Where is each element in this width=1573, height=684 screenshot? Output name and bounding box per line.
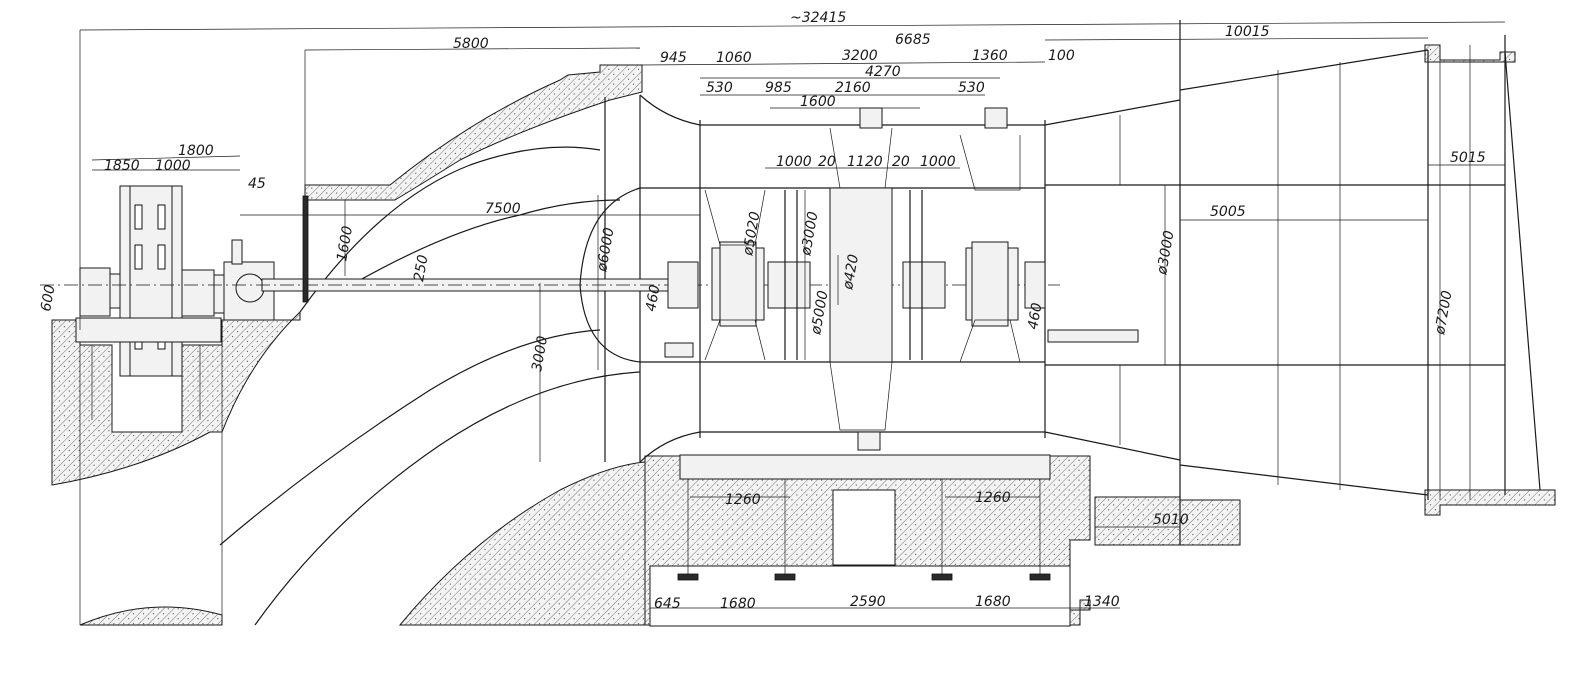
anchor-bolts	[677, 454, 1051, 581]
dim-5000: ø5000	[808, 289, 832, 336]
dim-645: 645	[654, 596, 681, 612]
dimension-labels: ~32415 5800 945 1060 3200 6685 1360 100 …	[38, 10, 1486, 612]
draft-tube	[1044, 20, 1541, 545]
dim-20b: 20	[892, 154, 910, 170]
dim-6000: ø6000	[594, 226, 618, 273]
dim-1060: 1060	[716, 50, 752, 66]
dim-7500: 7500	[485, 201, 521, 217]
dimension-lines	[79, 21, 1506, 609]
dim-1600a: 1600	[800, 94, 836, 110]
dim-1800: 1800	[178, 143, 214, 159]
dim-1000b: 1000	[776, 154, 812, 170]
dim-5015: 5015	[1450, 150, 1486, 166]
dim-5005: 5005	[1210, 204, 1246, 220]
dim-1260b: 1260	[975, 490, 1011, 506]
water-passage-contours	[79, 94, 701, 626]
dim-1000c: 1000	[920, 154, 956, 170]
concrete-foundations	[51, 44, 1556, 627]
dim-3200: 3200	[842, 48, 878, 64]
dim-3000c: 3000	[529, 335, 551, 373]
dim-5010: 5010	[1153, 512, 1189, 528]
dim-1000a: 1000	[155, 158, 191, 174]
dim-250: 250	[411, 254, 431, 283]
dim-3000a: ø3000	[798, 210, 822, 257]
dim-1680b: 1680	[975, 594, 1011, 610]
dim-1680a: 1680	[720, 596, 756, 612]
dim-5020: ø5020	[740, 210, 764, 257]
dim-4270: 4270	[865, 64, 901, 80]
dim-985: 985	[765, 80, 792, 96]
dim-2160: 2160	[835, 80, 871, 96]
dim-530a: 530	[706, 80, 733, 96]
dim-460b: 460	[1025, 302, 1045, 331]
dim-1850: 1850	[104, 158, 140, 174]
dim-460a: 460	[643, 284, 663, 313]
dim-2590: 2590	[850, 594, 886, 610]
generator-unit	[75, 185, 275, 420]
dim-6685: 6685	[895, 32, 931, 48]
dim-1600b: 1600	[334, 225, 356, 263]
dim-7200: ø7200	[1432, 289, 1456, 336]
turbine-bulb	[579, 107, 1046, 451]
dim-10015: 10015	[1225, 24, 1270, 40]
dim-1340: 1340	[1084, 594, 1120, 610]
dim-3000b: ø3000	[1154, 229, 1178, 276]
dim-1360: 1360	[972, 48, 1008, 64]
dim-530b: 530	[958, 80, 985, 96]
dim-1260a: 1260	[725, 492, 761, 508]
dim-600: 600	[38, 284, 58, 313]
dim-45: 45	[248, 176, 266, 192]
dim-420: ø420	[840, 253, 862, 292]
dim-1120: 1120	[847, 154, 883, 170]
dim-100: 100	[1048, 48, 1075, 64]
dim-20a: 20	[818, 154, 836, 170]
dim-945: 945	[660, 50, 687, 66]
dim-overall: ~32415	[790, 10, 846, 26]
dim-5800: 5800	[453, 36, 489, 52]
